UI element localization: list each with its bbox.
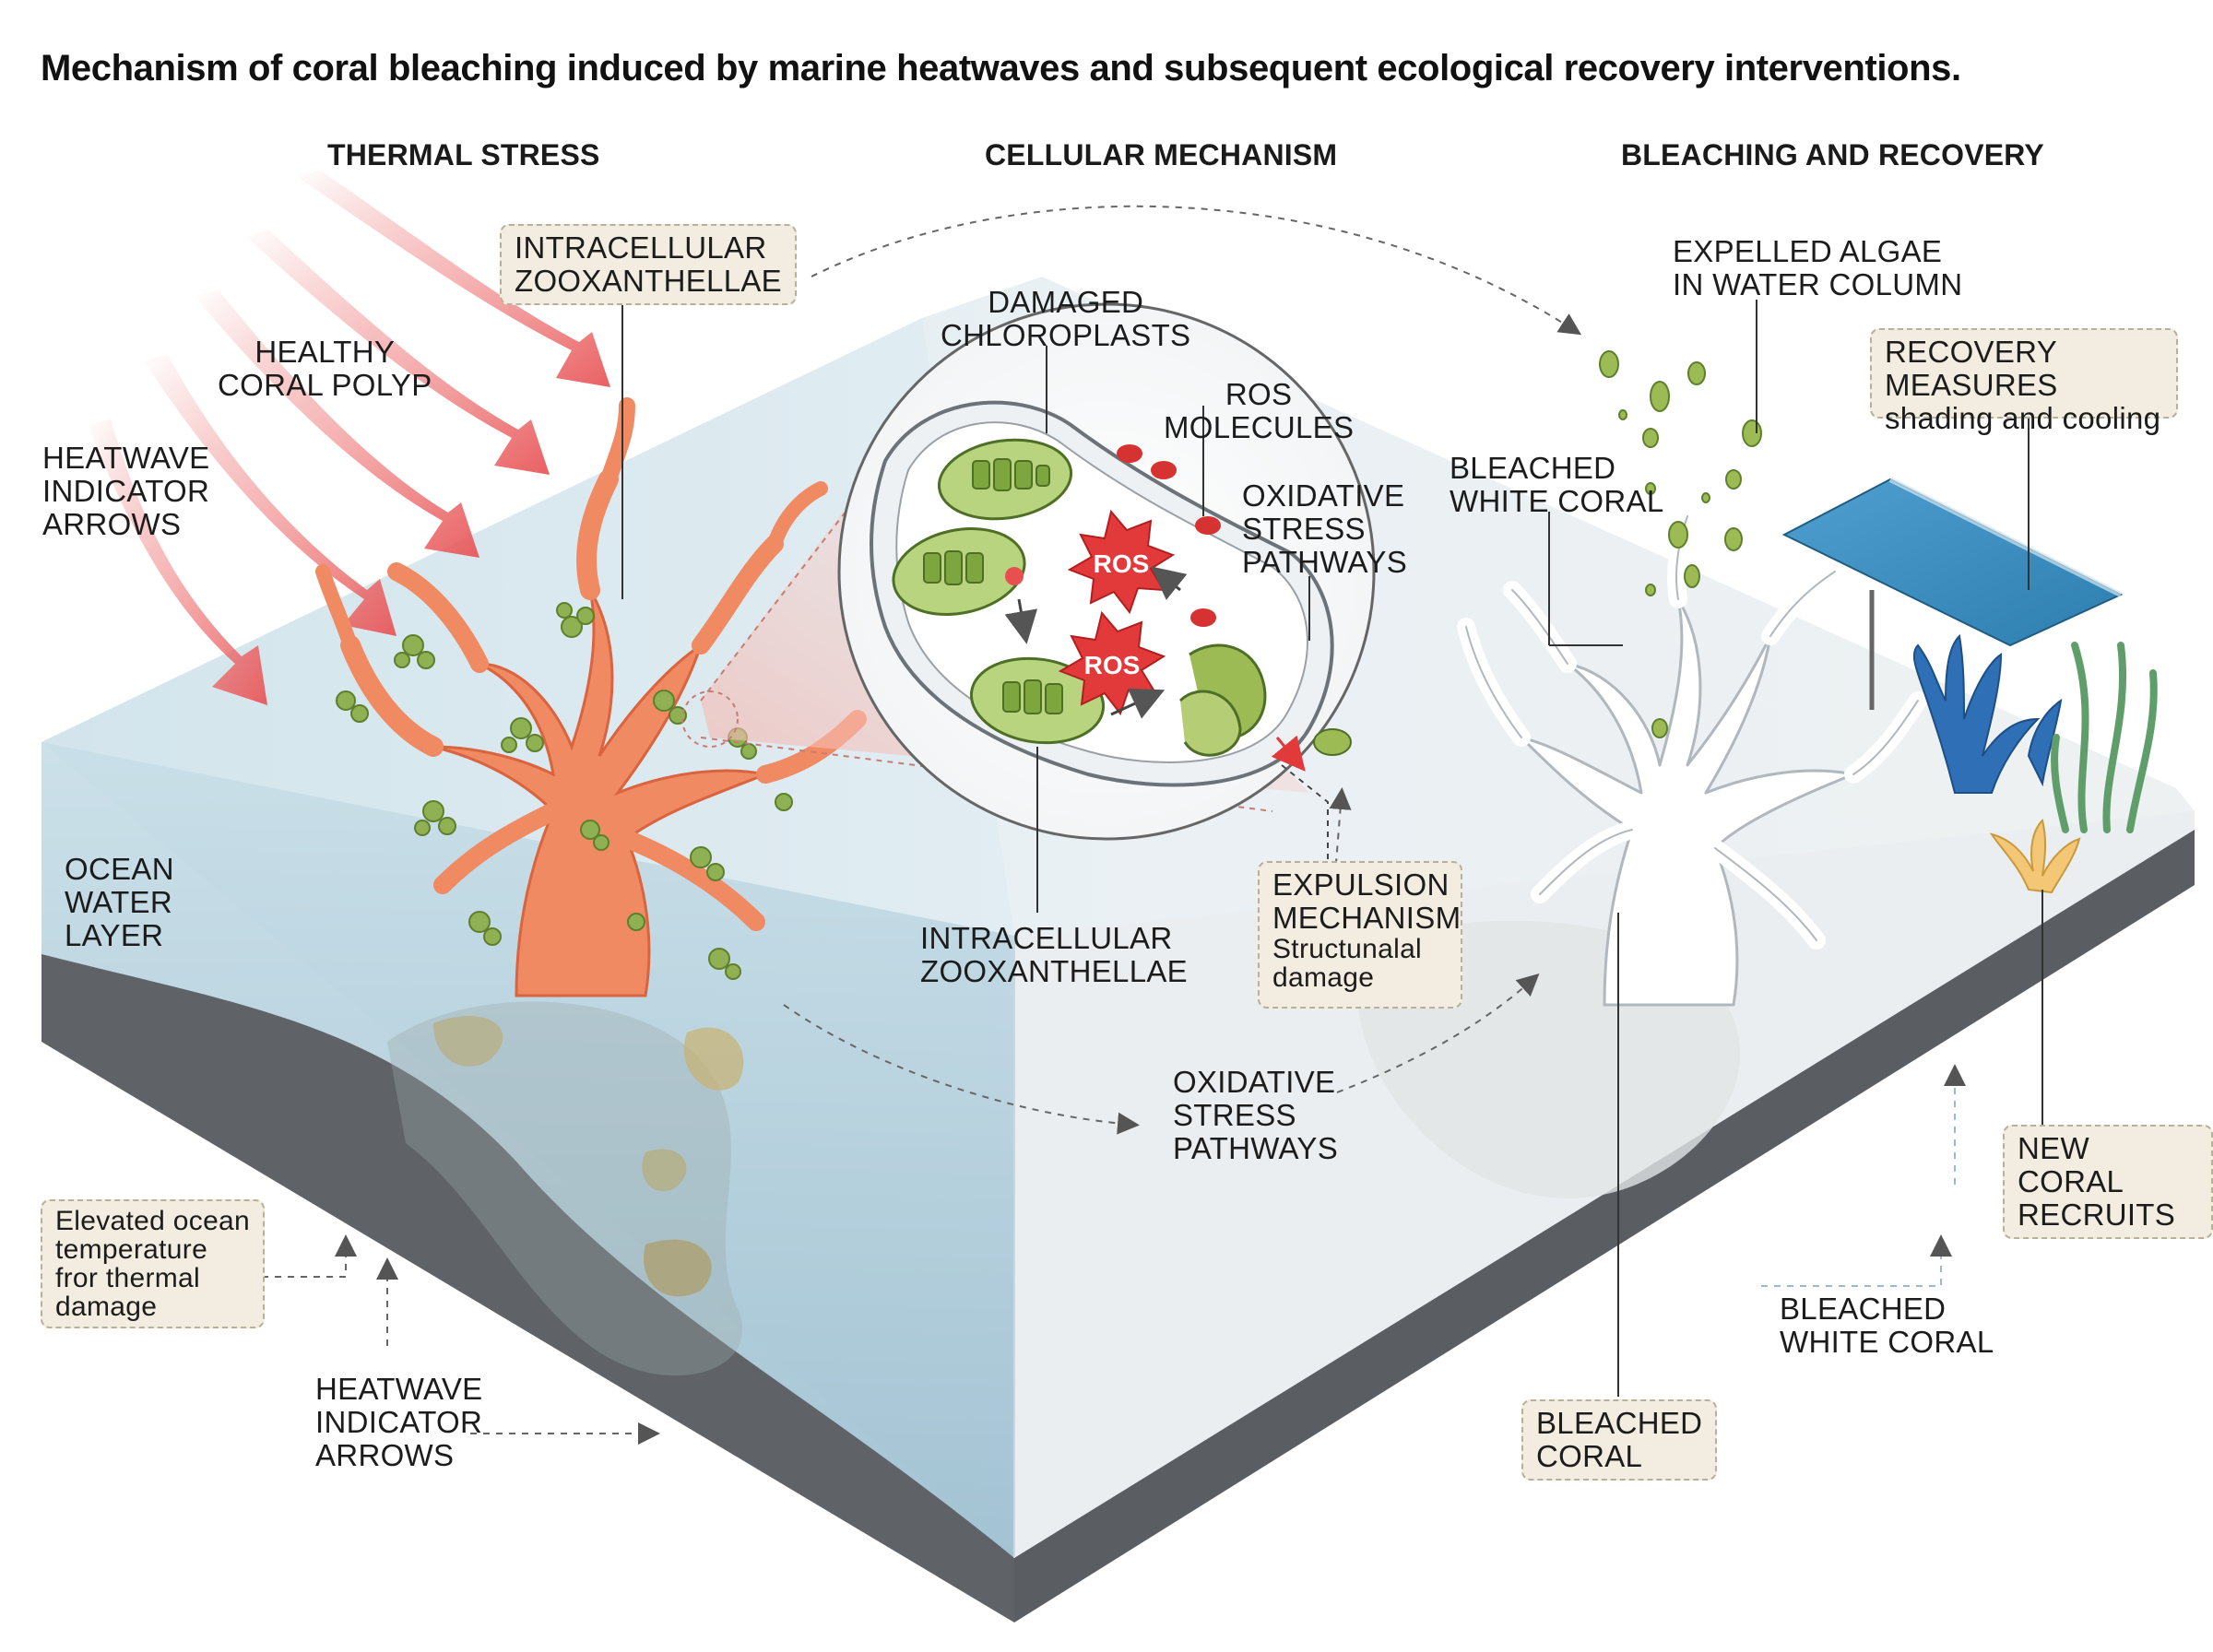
label-ocean-water-layer: OCEAN WATER LAYER bbox=[65, 852, 174, 952]
label-bleached-white-coral-top: BLEACHED WHITE CORAL bbox=[1450, 451, 1664, 518]
section-thermal-stress: THERMAL STRESS bbox=[327, 138, 600, 171]
label-intracellular-zooxanthellae-mid: INTRACELLULAR ZOOXANTHELLAE bbox=[920, 921, 1188, 988]
seaweed-icon bbox=[2051, 642, 2158, 833]
leader-lines bbox=[621, 300, 2043, 1397]
ros-label-2: ROS bbox=[1084, 651, 1141, 679]
label-shading-cooling: shading and cooling bbox=[1885, 401, 2161, 435]
label-bleached-white-coral-bottom: BLEACHED WHITE CORAL bbox=[1780, 1292, 1994, 1359]
label-intracellular-zooxanthellae-top: INTRACELLULAR ZOOXANTHELLAE bbox=[500, 224, 797, 305]
recovering-coral-icon bbox=[1912, 633, 2063, 794]
ros-burst-icon: ROS ROS bbox=[1058, 509, 1176, 716]
label-expelled-algae: EXPELLED ALGAE IN WATER COLUMN bbox=[1673, 234, 1963, 301]
label-oxidative-stress-bottom: OXIDATIVE STRESS PATHWAYS bbox=[1173, 1065, 1339, 1165]
section-bleaching-recovery: BLEACHING AND RECOVERY bbox=[1621, 138, 2044, 171]
algae-cell-icon bbox=[1313, 728, 1352, 756]
label-heatwave-arrows-bottom: HEATWAVE INDICATOR ARROWS bbox=[315, 1372, 483, 1472]
pathway-arrows bbox=[1004, 566, 1306, 772]
ros-label-1: ROS bbox=[1094, 549, 1150, 578]
shade-panel-icon bbox=[1781, 477, 2124, 710]
section-cellular-mechanism: CELLULAR MECHANISM bbox=[985, 138, 1338, 171]
expelled-algae bbox=[1599, 350, 1762, 738]
label-new-coral-recruits: NEW CORAL RECRUITS bbox=[2003, 1125, 2213, 1239]
label-recovery-measures: RECOVERY MEASURES bbox=[1885, 335, 2058, 402]
label-heatwave-arrows-top: HEATWAVE INDICATOR ARROWS bbox=[42, 441, 210, 541]
expulsion-mechanism-box: EXPULSION MECHANISM Structunalal damage bbox=[1258, 861, 1462, 1009]
label-ros-molecules: ROS MOLECULES bbox=[1164, 377, 1355, 444]
label-elevated-temperature: Elevated ocean temperature fror thermal … bbox=[41, 1199, 266, 1328]
chloroplast-icon bbox=[892, 438, 1267, 757]
label-structural-damage: Structunalal damage bbox=[1272, 934, 1423, 993]
heatwave-arrow-icon bbox=[88, 171, 610, 705]
bleached-coral-icon bbox=[1457, 507, 1927, 1007]
new-coral-recruits-icon bbox=[1989, 819, 2081, 894]
label-expulsion-mechanism: EXPULSION MECHANISM bbox=[1272, 867, 1462, 935]
coral-polyp-icon bbox=[315, 397, 867, 997]
seafloor-block bbox=[41, 277, 2195, 1622]
recovery-measures-box: RECOVERY MEASURES shading and cooling bbox=[1870, 328, 2178, 435]
ros-molecules bbox=[1117, 444, 1221, 627]
diagram-title: Mechanism of coral bleaching induced by … bbox=[41, 48, 1961, 88]
label-oxidative-stress-inset: OXIDATIVE STRESS PATHWAYS bbox=[1242, 478, 1408, 579]
label-bleached-coral: BLEACHED CORAL bbox=[1521, 1399, 1718, 1481]
label-healthy-coral-polyp: HEALTHY CORAL POLYP bbox=[218, 335, 432, 402]
label-damaged-chloroplasts: DAMAGED CHLOROPLASTS bbox=[941, 285, 1191, 352]
